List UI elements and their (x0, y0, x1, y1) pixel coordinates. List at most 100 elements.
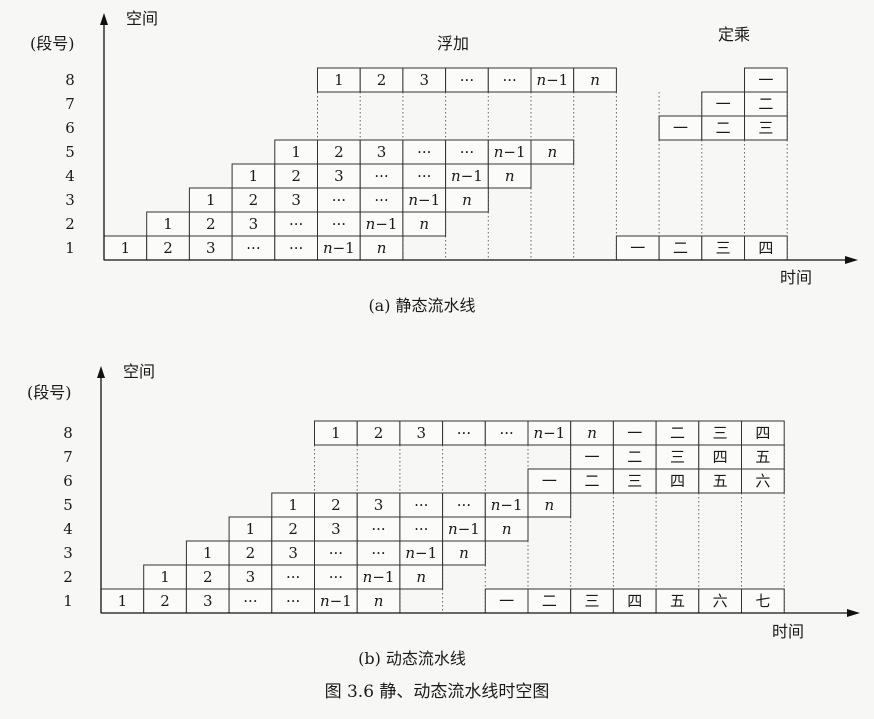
pipeline-cell (274, 235, 318, 261)
row-label: 5 (65, 143, 75, 161)
cell-label: n−1 (451, 167, 483, 185)
cell-label: 一 (758, 71, 773, 89)
cell-label: 2 (288, 520, 298, 538)
cell-label: ··· (374, 191, 388, 209)
cell-label: ··· (289, 239, 303, 257)
cell-label: ··· (417, 143, 431, 161)
cell-label: 三 (716, 239, 731, 257)
pipeline-cell (271, 540, 315, 566)
pipeline-cell (359, 211, 404, 237)
pipeline-cell (655, 588, 700, 614)
cell-label: 3 (416, 424, 426, 442)
cell-label: 2 (160, 592, 170, 610)
cell-label: n (502, 520, 512, 538)
pipeline-cell (527, 468, 572, 494)
cell-label: n (374, 592, 384, 610)
cell-label: 3 (203, 592, 213, 610)
pipeline-cell (185, 564, 230, 590)
cell-label: 三 (713, 424, 728, 442)
pipeline-cell (188, 187, 233, 213)
pipeline-cell (487, 163, 532, 189)
cell-label: 一 (716, 95, 731, 113)
pipeline-cell (741, 444, 785, 470)
cell-label: 1 (331, 424, 341, 442)
pipeline-cell (658, 235, 703, 261)
row-label: 8 (65, 71, 75, 89)
pipeline-cell (484, 492, 529, 518)
cell-label: ··· (243, 592, 257, 610)
cell-label: 1 (203, 544, 213, 562)
y-axis-label: 空间 (123, 362, 155, 381)
cell-label: 三 (585, 592, 600, 610)
pipeline-cell (271, 588, 315, 614)
pipeline-cell (231, 211, 276, 237)
row-label: 1 (65, 239, 75, 257)
pipeline-cell (185, 540, 230, 566)
pipeline-cell (487, 139, 532, 165)
cell-label: 2 (291, 167, 301, 185)
cell-label: n−1 (494, 143, 526, 161)
pipeline-cell (228, 588, 273, 614)
cell-label: ··· (414, 496, 428, 514)
cell-label: ··· (371, 544, 385, 562)
cell-label: n (545, 496, 555, 514)
axes (97, 366, 860, 617)
cell-label: 二 (758, 95, 773, 113)
pipeline-cell (530, 67, 575, 93)
cell-label: 3 (334, 167, 344, 185)
cell-label: n−1 (366, 215, 398, 233)
cell-label: 三 (670, 448, 685, 466)
cell-label: 四 (670, 472, 685, 490)
cell-label: 3 (419, 71, 429, 89)
cell-label: 2 (334, 143, 344, 161)
diagram-caption: (b) 动态流水线 (358, 649, 466, 668)
pipeline-cell (317, 187, 361, 213)
pipeline-cell (402, 163, 447, 189)
cell-label: 五 (755, 448, 770, 466)
cell-label: ··· (457, 496, 471, 514)
pipeline-cell (570, 444, 614, 470)
cell-label: n (377, 239, 387, 257)
cell-label: 1 (163, 215, 173, 233)
cell-label: 一 (499, 592, 514, 610)
cell-label: 一 (627, 424, 642, 442)
pipeline-cell (655, 468, 700, 494)
pipeline-cell (402, 211, 447, 237)
cell-label: n−1 (408, 191, 440, 209)
pipeline-cell (658, 115, 703, 141)
x-axis-arrowhead (847, 609, 860, 617)
pipeline-cell (442, 540, 486, 566)
pipeline-cell (356, 420, 401, 446)
cell-label: ··· (246, 239, 260, 257)
y-axis-arrowhead (97, 366, 105, 378)
cell-label: 六 (755, 472, 770, 490)
cell-label: 二 (670, 424, 685, 442)
cell-label: 1 (118, 592, 128, 610)
pipeline-cell (228, 564, 273, 590)
cell-label: 二 (542, 592, 557, 610)
cell-label: 五 (713, 472, 728, 490)
cell-label: 3 (288, 544, 298, 562)
pipeline-cell (317, 67, 361, 93)
cell-label: 一 (630, 239, 645, 257)
cell-label: 3 (206, 239, 216, 257)
cell-label: 2 (331, 496, 341, 514)
cell-label: 1 (160, 568, 170, 586)
cell-label: 三 (758, 119, 773, 137)
cell-label: n−1 (491, 496, 523, 514)
cell-label: n−1 (323, 239, 355, 257)
row-label: 4 (63, 520, 73, 538)
pipeline-cell (402, 67, 447, 93)
pipeline-cell (744, 67, 788, 93)
cell-label: 一 (585, 448, 600, 466)
cell-label: 四 (713, 448, 728, 466)
pipeline-cell (314, 492, 358, 518)
cell-label: 四 (758, 239, 773, 257)
row-label: 3 (63, 544, 73, 562)
pipeline-cell (655, 444, 700, 470)
cell-label: 3 (291, 191, 301, 209)
pipeline-cell (445, 187, 489, 213)
